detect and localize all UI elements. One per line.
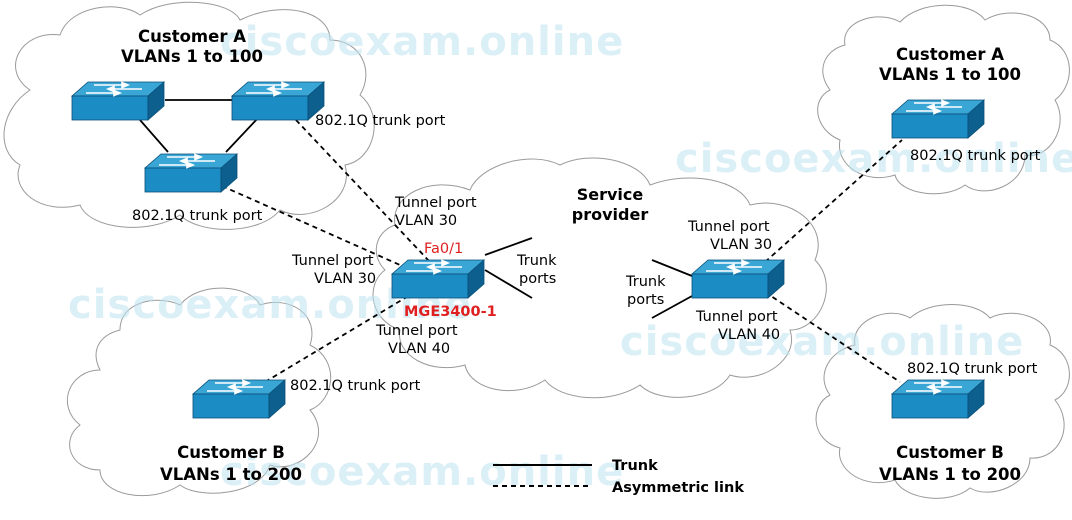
- label-tunnel-mid-left-2: VLAN 30: [314, 271, 376, 287]
- label-trunk-ports-right-2: ports: [627, 292, 664, 308]
- trunk-link-a2-a3: [225, 117, 259, 153]
- customer-b-left-vlans: VLANs 1 to 200: [160, 465, 302, 484]
- trunk-link-provider-1: [484, 237, 533, 256]
- switch-customer-a-2: [231, 81, 325, 121]
- asym-link-a2-mge: [295, 119, 431, 263]
- label-fa-port: Fa0/1: [424, 241, 463, 257]
- watermark-2: ciscoexam.online: [675, 136, 1072, 182]
- label-trunk-ports-left-1: Trunk: [516, 253, 557, 269]
- customer-a-left-name: Customer A: [138, 27, 246, 46]
- watermark-1: ciscoexam.online: [220, 19, 624, 65]
- customer-b-right-vlans: VLANs 1 to 200: [879, 465, 1021, 484]
- label-tunnel-bot-right-2: VLAN 40: [718, 327, 780, 343]
- label-trunk-ports-left-2: ports: [519, 271, 556, 287]
- switch-customer-b-right: [891, 379, 985, 419]
- provider-line2: provider: [572, 205, 649, 224]
- customer-a-right-vlans: VLANs 1 to 100: [879, 65, 1021, 84]
- switch-provider-2: [691, 259, 785, 299]
- trunk-link-provider-3: [651, 259, 693, 277]
- asym-link-right-a: [764, 139, 903, 263]
- asym-link-b-mge: [264, 294, 411, 383]
- label-tunnel-mid-left-1: Tunnel port: [291, 253, 374, 269]
- switch-mge3400-1: [391, 259, 485, 299]
- label-switch-name: MGE3400-1: [404, 304, 497, 320]
- provider-line1: Service: [577, 185, 644, 204]
- label-trunk-ports-right-1: Trunk: [625, 274, 666, 290]
- watermark-4: ciscoexam.online: [620, 319, 1024, 365]
- label-tunnel-bot-left-2: VLAN 40: [388, 341, 450, 357]
- switch-customer-b-left: [192, 379, 286, 419]
- switch-customer-a-3: [144, 153, 238, 193]
- cloud-customer-a-right: [817, 4, 1070, 195]
- trunk-links: [139, 99, 693, 319]
- label-tunnel-top-right-2: VLAN 30: [710, 237, 772, 253]
- switch-customer-a-1: [71, 81, 165, 121]
- trunk-link-a1-a3: [139, 119, 169, 153]
- label-trunk-a-right: 802.1Q trunk port: [910, 148, 1041, 164]
- label-tunnel-bot-right-1: Tunnel port: [695, 309, 778, 325]
- label-tunnel-top-right-1: Tunnel port: [687, 219, 770, 235]
- asym-link-a3-mge: [221, 185, 401, 266]
- legend-asymmetric-label: Asymmetric link: [612, 480, 744, 496]
- asymmetric-links: [221, 119, 903, 383]
- label-trunk-a-top: 802.1Q trunk port: [315, 113, 446, 129]
- legend: Trunk Asymmetric link: [493, 458, 744, 496]
- customer-b-right-name: Customer B: [896, 443, 1004, 462]
- customer-a-left-vlans: VLANs 1 to 100: [121, 47, 263, 66]
- label-tunnel-top-left-1: Tunnel port: [394, 195, 477, 211]
- cloud-customer-a-left: [3, 1, 375, 230]
- cloud-service-provider: [372, 157, 827, 399]
- label-tunnel-top-left-2: VLAN 30: [395, 213, 457, 229]
- label-trunk-a-bottom: 802.1Q trunk port: [132, 208, 263, 224]
- asym-link-right-b: [764, 291, 901, 383]
- watermark-5: ciscoexam.online: [220, 449, 624, 495]
- customer-a-right-name: Customer A: [896, 45, 1004, 64]
- customer-b-left-name: Customer B: [177, 443, 285, 462]
- trunk-link-provider-2: [484, 269, 533, 299]
- trunk-link-provider-4: [651, 295, 693, 319]
- switch-customer-a-right: [891, 99, 985, 139]
- label-trunk-b-left: 802.1Q trunk port: [290, 378, 421, 394]
- label-tunnel-bot-left-1: Tunnel port: [375, 323, 458, 339]
- legend-trunk-label: Trunk: [612, 458, 658, 474]
- label-trunk-b-right: 802.1Q trunk port: [907, 361, 1038, 377]
